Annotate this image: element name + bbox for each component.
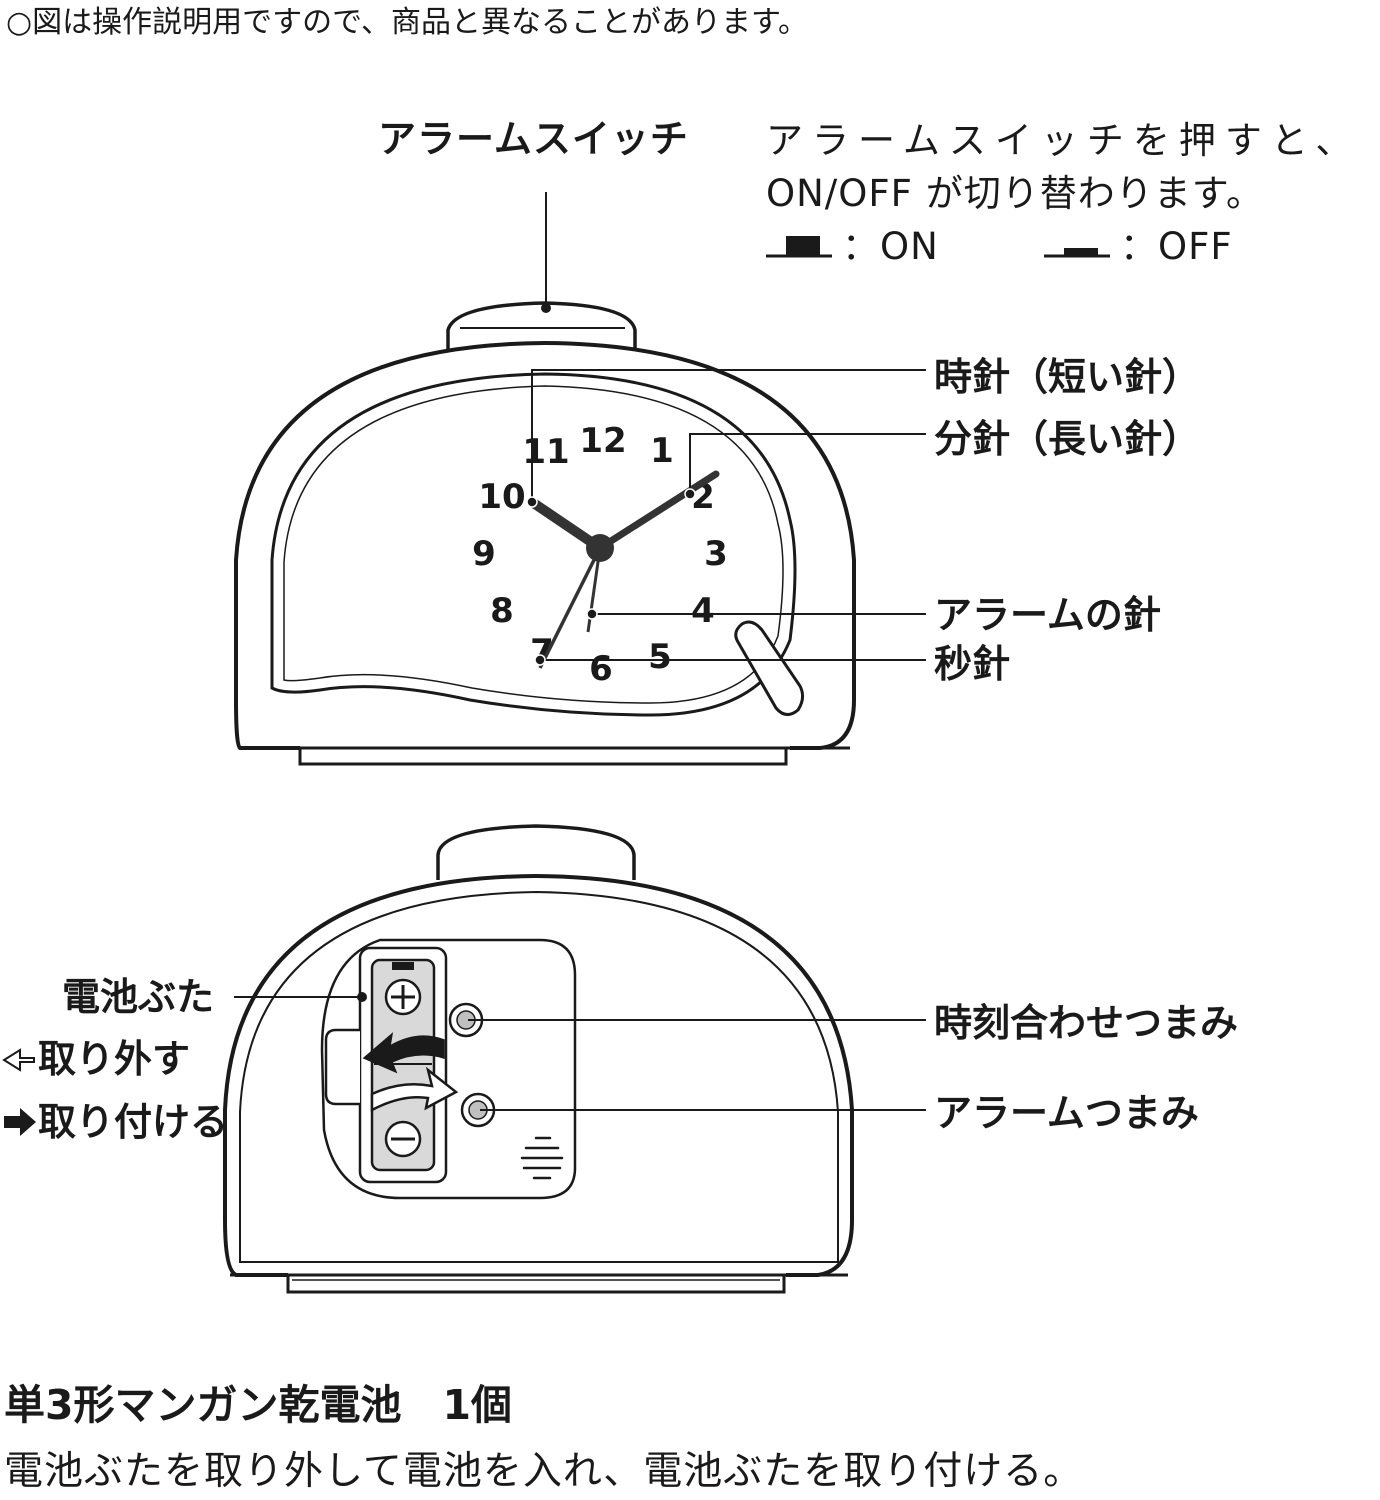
attach-label: 取り付ける: [38, 1100, 229, 1144]
alarm-hand-label: アラームの針: [934, 593, 1161, 637]
battery-instruction: 電池ぶたを取り外して電池を入れ、電池ぶたを取り付ける。: [4, 1449, 1084, 1494]
minute-hand: [596, 470, 720, 552]
attach-small-arrow-icon: [4, 1108, 36, 1136]
dial-number-12: 12: [579, 421, 626, 461]
battery-cover-label: 電池ぶた: [62, 975, 215, 1019]
attach-arrow-icon: [370, 1066, 459, 1113]
dial-number-9: 9: [472, 534, 496, 574]
dial-number-10: 10: [478, 477, 525, 517]
dial-number-1: 1: [650, 431, 674, 471]
alarm-lever: [734, 620, 805, 716]
minus-terminal-icon: [384, 1120, 422, 1158]
dial-number-4: 4: [691, 591, 715, 631]
dial-number-6: 6: [589, 649, 613, 689]
switch-off-label: ：OFF: [1120, 225, 1233, 268]
back-clock: [223, 824, 854, 1294]
front-clock: 12 1 2 3 4 5 6 7 8 9 10 11: [234, 301, 856, 766]
alarm-knob-label: アラームつまみ: [934, 1091, 1199, 1135]
hour-hand-label: 時針（短い針）: [934, 355, 1201, 399]
switch-off-symbol: [1044, 248, 1110, 258]
alarm-switch-label: アラームスイッチ: [378, 117, 689, 161]
remove-small-arrow-icon: [2, 1048, 35, 1072]
time-knob-label: 時刻合わせつまみ: [934, 1001, 1239, 1045]
remove-label: 取り外す: [38, 1037, 191, 1081]
switch-on-symbol: [766, 236, 832, 258]
alarm-switch-desc-line1: アラームスイッチを押すと、: [766, 119, 1362, 162]
plus-terminal-icon: [384, 978, 422, 1016]
speaker-grille: [520, 1136, 564, 1180]
dial-number-5: 5: [648, 637, 672, 677]
minute-hand-label: 分針（長い針）: [934, 417, 1201, 461]
disclaimer-note: ○図は操作説明用ですので、商品と異なることがあります。: [6, 5, 808, 40]
second-hand: [538, 547, 602, 669]
dial-number-8: 8: [490, 591, 514, 631]
switch-on-label: ：ON: [842, 225, 939, 268]
alarm-switch-desc-line2: ON/OFF が切り替わります。: [766, 172, 1265, 215]
dial-number-3: 3: [704, 534, 728, 574]
remove-arrow-icon: [362, 1032, 445, 1074]
second-hand-label: 秒針: [934, 642, 1011, 686]
dial-outline: [270, 372, 797, 717]
battery-title: 単3形マンガン乾電池 1個: [4, 1381, 513, 1429]
battery-cover[interactable]: [324, 946, 448, 1184]
dial-number-11: 11: [522, 432, 569, 472]
hand-hub: [586, 534, 614, 562]
